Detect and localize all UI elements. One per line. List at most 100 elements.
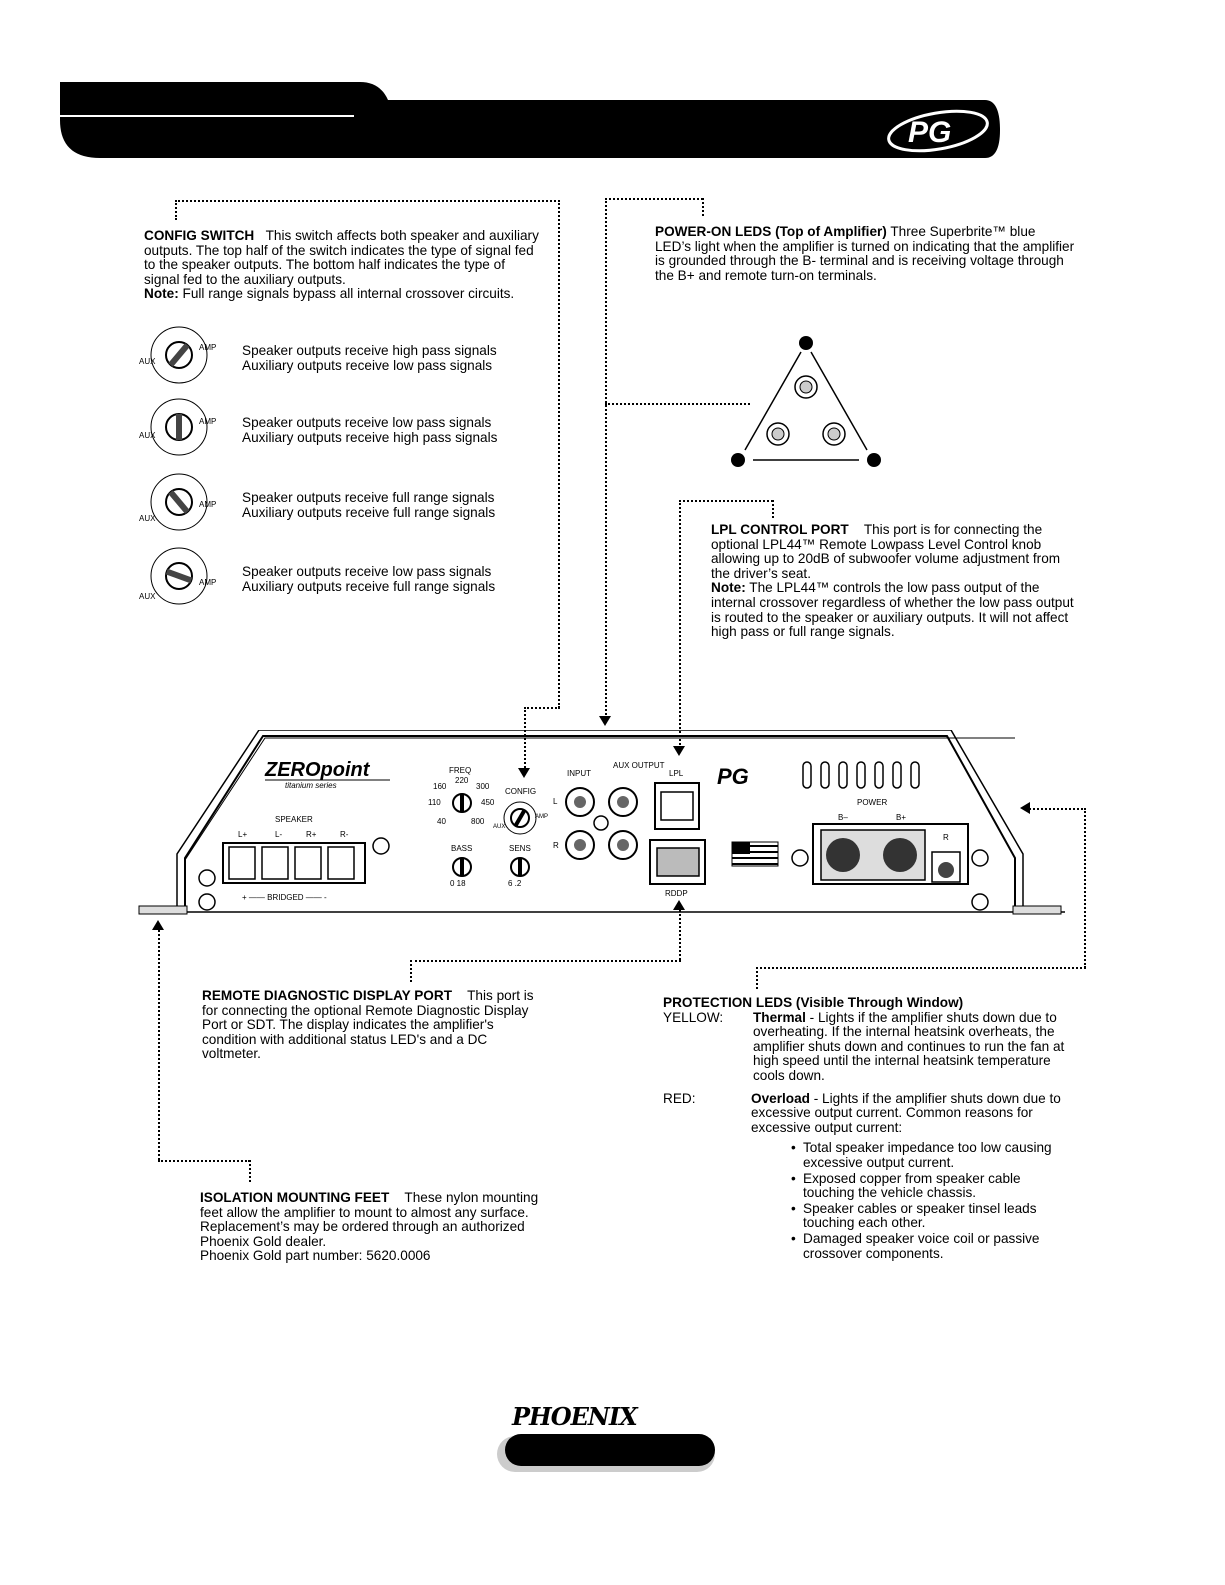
svg-text:R+: R+ [306,830,317,839]
leader-config-tick [175,200,177,220]
svg-text:0 18: 0 18 [450,879,466,888]
leader-prot-top [1026,808,1086,810]
svg-text:INPUT: INPUT [567,769,591,778]
svg-text:RDDP: RDDP [665,889,688,898]
yellow-label: YELLOW: [663,1009,724,1025]
svg-text:LPL: LPL [669,769,684,778]
svg-text:AMP: AMP [199,417,216,426]
feet-title: ISOLATION MOUNTING FEET [200,1190,390,1205]
leader-config-jog [524,707,560,709]
overload-reasons-list: Total speaker impedance too low causing … [791,1140,1073,1261]
svg-text:SENS: SENS [509,844,531,853]
svg-text:SPEAKER: SPEAKER [275,815,313,824]
power-leds-title: POWER-ON LEDS (Top of Amplifier) [655,224,887,239]
leader-rddp-up [679,905,681,960]
list-item: Damaged speaker voice coil or passive cr… [791,1231,1073,1261]
lpl-note-label: Note: [711,580,746,596]
list-item: Exposed copper from speaker cable touchi… [791,1171,1073,1201]
svg-text:AUX: AUX [493,824,505,830]
header-bar [60,82,1000,158]
leader-lpl-top [679,500,773,502]
config-note-label: Note: [144,286,179,302]
leader-config-top [175,200,560,202]
feet-body: These nylon mounting feet allow the ampl… [200,1190,539,1249]
leader-feet-tick [249,1160,251,1182]
svg-text:40: 40 [437,817,446,826]
svg-text:AUX: AUX [139,431,156,440]
part-number: Phoenix Gold part number: 5620.0006 [200,1248,431,1264]
config-setting-text: Speaker outputs receive low pass signals… [242,415,498,445]
svg-text:AMP: AMP [199,578,216,587]
protection-title: PROTECTION LEDS (Visible Through Window) [663,995,964,1010]
svg-text:BASS: BASS [451,844,472,853]
config-knob-icon: AUX AMP [139,473,216,531]
config-setting-1: AUX AMP Speaker outputs receive high pass… [139,320,539,394]
leader-power-to-leds [605,403,750,405]
svg-text:titanium series: titanium series [285,781,337,790]
speaker-output-desc: Speaker outputs receive full range signa… [242,490,495,505]
config-setting-text: Speaker outputs receive low pass signals… [242,564,496,594]
overload-title: Overload [751,1090,810,1106]
speaker-output-desc: Speaker outputs receive high pass signal… [242,343,497,358]
svg-text:160: 160 [433,782,447,791]
svg-text:AMP: AMP [199,343,216,352]
leader-feet-across [158,1160,250,1162]
leader-config-to-amp [524,707,526,771]
svg-text:AMP: AMP [535,814,548,820]
leader-power-down [605,198,607,722]
leader-prot-down [1084,808,1086,968]
protection-leds-section: PROTECTION LEDS (Visible Through Window)… [663,995,1083,1262]
config-knob-icon: AUX AMP [139,326,216,384]
thermal-title: Thermal [753,1009,806,1025]
feet-description: ISOLATION MOUNTING FEET These nylon moun… [200,1190,545,1264]
svg-text:PG: PG [717,764,749,789]
leader-lpl-down [679,500,681,752]
svg-text:FREQ: FREQ [449,766,471,775]
config-setting-text: Speaker outputs receive full range signa… [242,490,496,520]
svg-text:CONFIG: CONFIG [505,787,536,796]
svg-text:PG: PG [908,116,951,149]
svg-text:300: 300 [476,782,490,791]
svg-text:AUX: AUX [139,357,156,366]
aux-output-desc: Auxiliary outputs receive full range sig… [242,578,496,594]
leader-feet-up [158,925,160,1160]
power-leds-body: Three Superbrite™ blue LED’s light when … [655,224,1075,283]
config-setting-2: AUX AMP Speaker outputs receive low pass … [139,392,539,466]
thermal-row: YELLOW: Thermal - Lights if the amplifie… [663,1009,1083,1084]
brand-logo: ZEROpoint [264,759,371,781]
lpl-port-title: LPL CONTROL PORT [711,522,849,537]
footer-page-pill [505,1434,715,1466]
leader-prot-tick [756,967,758,989]
leader-prot-across [756,967,1086,969]
aux-output-desc: Auxiliary outputs receive full range sig… [242,504,496,520]
svg-text:L+: L+ [238,830,247,839]
lpl-note: The LPL44™ controls the low pass output … [711,580,1074,640]
leader-rddp-across [410,960,681,962]
speaker-output-desc: Speaker outputs receive low pass signals [242,415,492,430]
config-setting-text: Speaker outputs receive high pass signal… [242,343,497,373]
leader-power-tick [702,198,704,216]
lpl-port-body: This port is for connecting the optional… [711,522,1061,581]
svg-text:AUX OUTPUT: AUX OUTPUT [613,761,665,770]
leader-config-down [558,200,560,708]
svg-text:AMP: AMP [199,500,216,509]
svg-text:+ —— BRIDGED —— -: + —— BRIDGED —— - [242,893,327,902]
overload-row: RED: Overload - Lights if the amplifier … [663,1090,1083,1136]
svg-text:AUX: AUX [139,514,156,523]
config-switch-body: This switch affects both speaker and aux… [144,228,539,287]
svg-text:R: R [943,833,949,842]
svg-text:POWER: POWER [857,798,887,807]
amplifier-panel-illustration: ZEROpoint titanium series SPEAKER L+ L- … [138,730,1065,915]
svg-text:B+: B+ [896,813,906,822]
svg-text:450: 450 [481,798,495,807]
svg-text:R-: R- [340,830,349,839]
aux-output-desc: Auxiliary outputs receive low pass signa… [242,357,493,373]
power-led-triangle-diagram [731,336,881,467]
lpl-port-description: LPL CONTROL PORT This port is for connec… [711,522,1081,640]
pg-logo: PG [884,108,992,154]
svg-text:800: 800 [471,817,485,826]
svg-text:L-: L- [275,830,282,839]
config-setting-3: AUX AMP Speaker outputs receive full rang… [139,467,539,541]
aux-output-desc: Auxiliary outputs receive high pass sign… [242,429,498,445]
